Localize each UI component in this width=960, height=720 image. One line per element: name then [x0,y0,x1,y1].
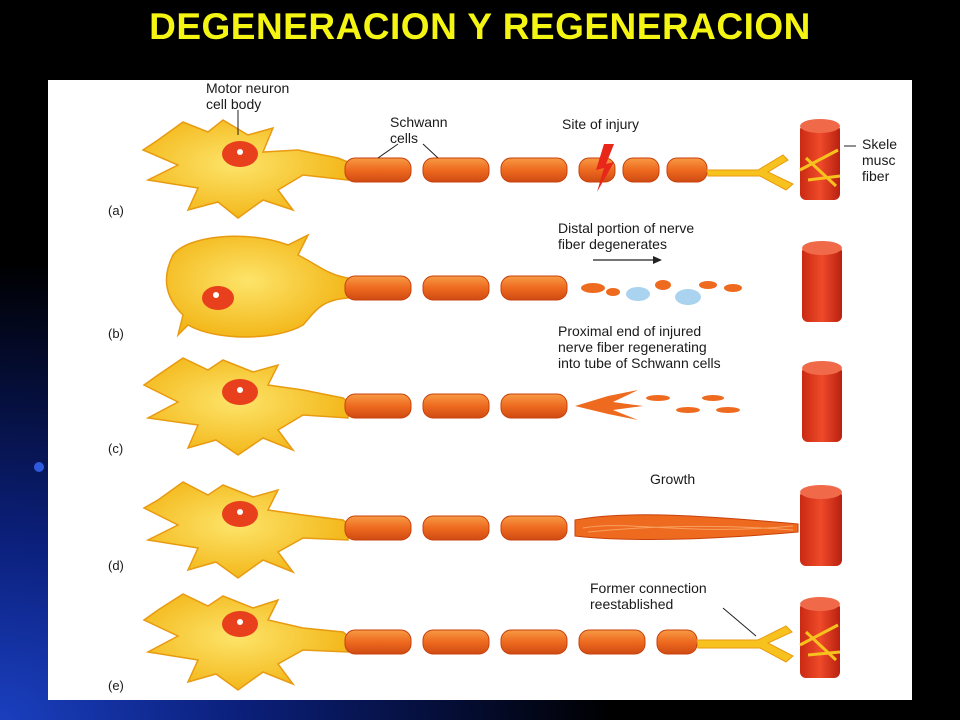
label-site-of-injury: Site of injury [562,116,639,132]
nerve-regeneration-figure: Motor neuron cell body Schwann cells Sit… [48,80,912,700]
muscle-fiber-d [800,490,842,566]
figure-svg: Motor neuron cell body Schwann cells Sit… [108,80,897,693]
label-motor-neuron-1: Motor neuron [206,80,289,96]
label-motor-neuron-2: cell body [206,96,261,112]
label-skeletal-1: Skele [862,136,897,152]
label-skeletal-2: musc [862,152,895,168]
label-distal-1: Distal portion of nerve [558,220,694,236]
neuron-cell-body-d [142,481,349,579]
panel-label-a: (a) [108,203,124,218]
panel-label-b: (b) [108,326,124,341]
panel-b: Distal portion of nerve fiber degenerate… [108,220,842,341]
label-proximal-3: into tube of Schwann cells [558,355,721,371]
label-skeletal-3: fiber [862,168,890,184]
schwann-row-a [344,157,708,183]
nucleus-b [202,286,234,310]
panel-d: Growth (d) [108,471,842,579]
degenerating-debris [581,280,742,305]
panel-e: Former connection reestablished (e) [108,580,841,693]
label-proximal-1: Proximal end of injured [558,323,701,339]
label-former-2: reestablished [590,596,673,612]
label-distal-2: fiber degenerates [558,236,667,252]
muscle-fiber-b [802,246,842,322]
label-proximal-2: nerve fiber regenerating [558,339,707,355]
panel-label-c: (c) [108,441,123,456]
regenerating-sprouts [575,390,740,420]
panel-a: Motor neuron cell body Schwann cells Sit… [108,80,897,219]
muscle-fiber-e [800,602,840,678]
neuron-cell-body-b [165,233,349,338]
muscle-fiber-a [800,124,840,200]
label-growth: Growth [650,471,695,487]
label-schwann-1: Schwann [390,114,448,130]
neuron-cell-body-c [142,357,349,456]
injury-lightning-icon [596,144,614,192]
label-former-1: Former connection [590,580,707,596]
slide-title: DEGENERACION Y REGENERACION [149,6,811,47]
panel-label-d: (d) [108,558,124,573]
muscle-fiber-c [802,366,842,442]
bullet-decoration [34,462,44,472]
growth-strand [574,514,799,540]
neuron-cell-body-e [142,593,349,691]
neuron-cell-body-a [141,119,349,219]
panel-label-e: (e) [108,678,124,693]
label-schwann-2: cells [390,130,418,146]
panel-c: Proximal end of injured nerve fiber rege… [108,323,842,456]
